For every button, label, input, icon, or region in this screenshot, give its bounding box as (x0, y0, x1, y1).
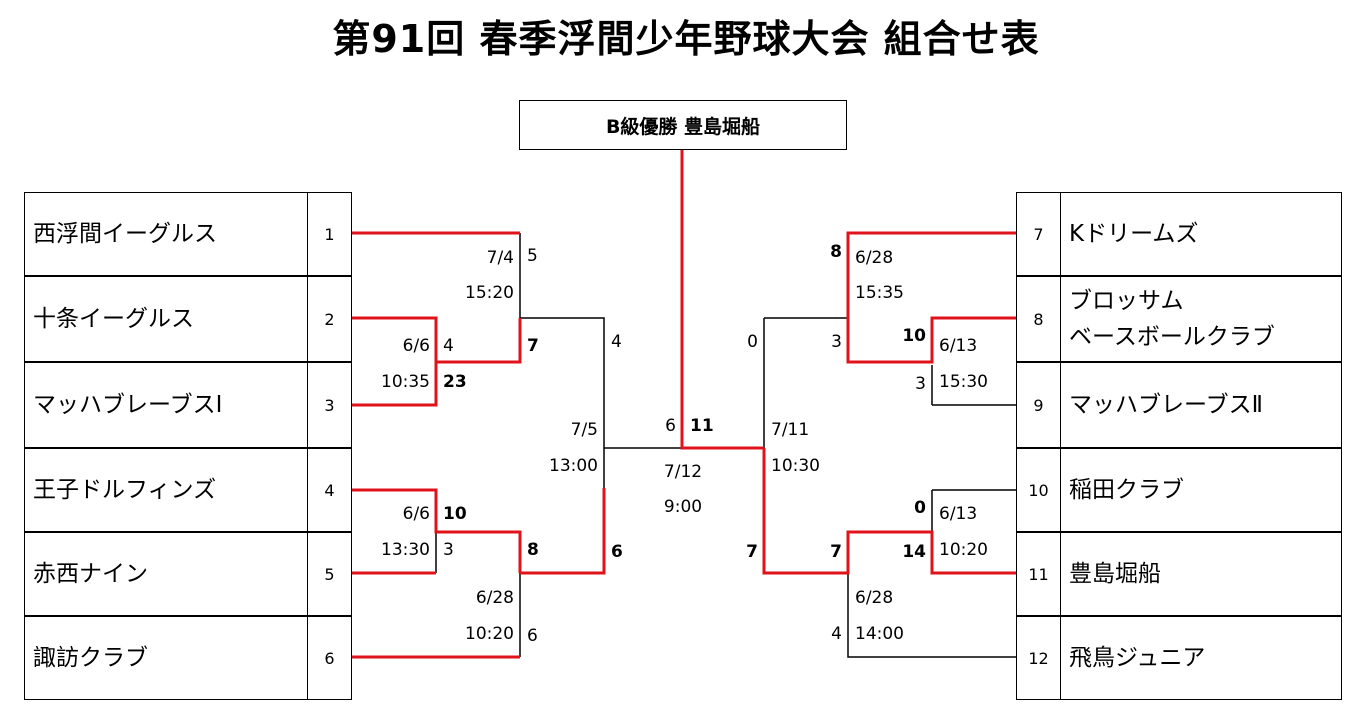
team-name-8-line1: ブロッサム (1069, 288, 1184, 314)
red-l-semi-winner (520, 488, 606, 575)
game-final-date: 7/12 (663, 462, 703, 482)
page-title: 第91回 春季浮間少年野球大会 組合せ表 (332, 17, 1040, 61)
game-12vw-date: 6/28 (855, 588, 894, 608)
game-6vw-score-b: 6 (527, 626, 538, 646)
team-name-12: 飛鳥ジュニア (1060, 616, 1342, 700)
game-12vw-time: 14:00 (855, 624, 904, 644)
team-name-2: 十条イーグルス (24, 276, 308, 362)
champion-box: B級優勝 豊島堀船 (519, 100, 847, 150)
game-10v11-score-a: 0 (914, 498, 926, 518)
game-rsemi-score-b: 7 (746, 542, 758, 562)
game-8v9-score-b: 3 (915, 374, 926, 394)
game-4v5-score-a: 10 (443, 504, 467, 524)
game-rsemi-score-a: 0 (747, 332, 758, 352)
seed-12: 12 (1016, 616, 1061, 700)
line-l-semi-top (520, 317, 605, 488)
game-2v3-score-b: 23 (443, 372, 467, 392)
seed-3: 3 (307, 362, 352, 448)
game-7vw-date: 6/28 (855, 248, 894, 268)
game-lsemi-score-b: 6 (611, 542, 623, 562)
red-l-team3 (352, 318, 522, 407)
team-name-9: マッハブレーブスⅡ (1060, 362, 1342, 448)
game-lsemi-date: 7/5 (570, 420, 598, 440)
game-6vw-time: 10:20 (465, 624, 514, 644)
game-final-score-b: 11 (690, 416, 714, 436)
seed-10: 10 (1016, 448, 1061, 532)
red-r-team8 (846, 277, 1016, 364)
game-1vw-time: 15:20 (465, 283, 514, 303)
team-name-6: 諏訪クラブ (24, 616, 308, 700)
game-4v5-date: 6/6 (402, 504, 430, 524)
red-r-final (680, 150, 764, 450)
seed-1: 1 (307, 192, 352, 276)
seed-8: 8 (1016, 276, 1061, 362)
game-7vw-score-a: 8 (830, 242, 842, 262)
seed-11: 11 (1016, 532, 1061, 616)
game-8v9-time: 15:30 (939, 372, 988, 392)
game-6vw-score-a: 8 (527, 540, 539, 560)
game-4v5-time: 13:30 (381, 540, 430, 560)
team-name-10: 稲田クラブ (1060, 448, 1342, 532)
team-name-5: 赤西ナイン (24, 532, 308, 616)
game-10v11-date: 6/13 (939, 504, 978, 524)
team-name-11: 豊島堀船 (1060, 532, 1342, 616)
game-12vw-score-b: 4 (831, 624, 842, 644)
seed-6: 6 (307, 616, 352, 700)
game-1vw-score-b: 7 (527, 336, 539, 356)
game-8v9-date: 6/13 (939, 336, 978, 356)
team-name-4: 王子ドルフィンズ (24, 448, 308, 532)
seed-9: 9 (1016, 362, 1061, 448)
game-final-score-a: 6 (665, 416, 676, 436)
game-2v3-score-a: 4 (443, 336, 454, 356)
game-7vw-score-b: 3 (831, 332, 842, 352)
team-name-8: ブロッサム ベースボールクラブ (1060, 276, 1342, 362)
game-rsemi-date: 7/11 (771, 420, 810, 440)
game-2v3-time: 10:35 (381, 372, 430, 392)
seed-5: 5 (307, 532, 352, 616)
game-1vw-date: 7/4 (486, 248, 514, 268)
red-r-team7 (846, 231, 1016, 277)
game-4v5-score-b: 3 (443, 540, 454, 560)
game-10v11-time: 10:20 (939, 540, 988, 560)
seed-4: 4 (307, 448, 352, 532)
game-1vw-score-a: 5 (527, 246, 538, 266)
seed-7: 7 (1016, 192, 1061, 276)
team-name-8-line2: ベースボールクラブ (1069, 324, 1275, 350)
team-name-7: Kドリームズ (1060, 192, 1342, 276)
game-2v3-date: 6/6 (402, 336, 430, 356)
team-name-3: マッハブレーブスⅠ (24, 362, 308, 448)
game-lsemi-score-a: 4 (611, 332, 622, 352)
game-rsemi-time: 10:30 (771, 456, 820, 476)
line-r-game12-vertical-bottom (847, 573, 1016, 658)
game-7vw-time: 15:35 (855, 283, 904, 303)
game-lsemi-time: 13:00 (549, 456, 598, 476)
red-r-team11 (762, 448, 1016, 575)
red-l-team4 (352, 488, 522, 573)
game-final-time: 9:00 (663, 497, 703, 517)
game-8v9-score-a: 10 (902, 326, 926, 346)
game-12vw-score-a: 7 (830, 542, 842, 562)
game-6vw-date: 6/28 (475, 588, 514, 608)
red-l-team2 (352, 316, 438, 362)
game-10v11-score-b: 14 (902, 542, 926, 562)
seed-2: 2 (307, 276, 352, 362)
team-name-1: 西浮間イーグルス (24, 192, 308, 276)
